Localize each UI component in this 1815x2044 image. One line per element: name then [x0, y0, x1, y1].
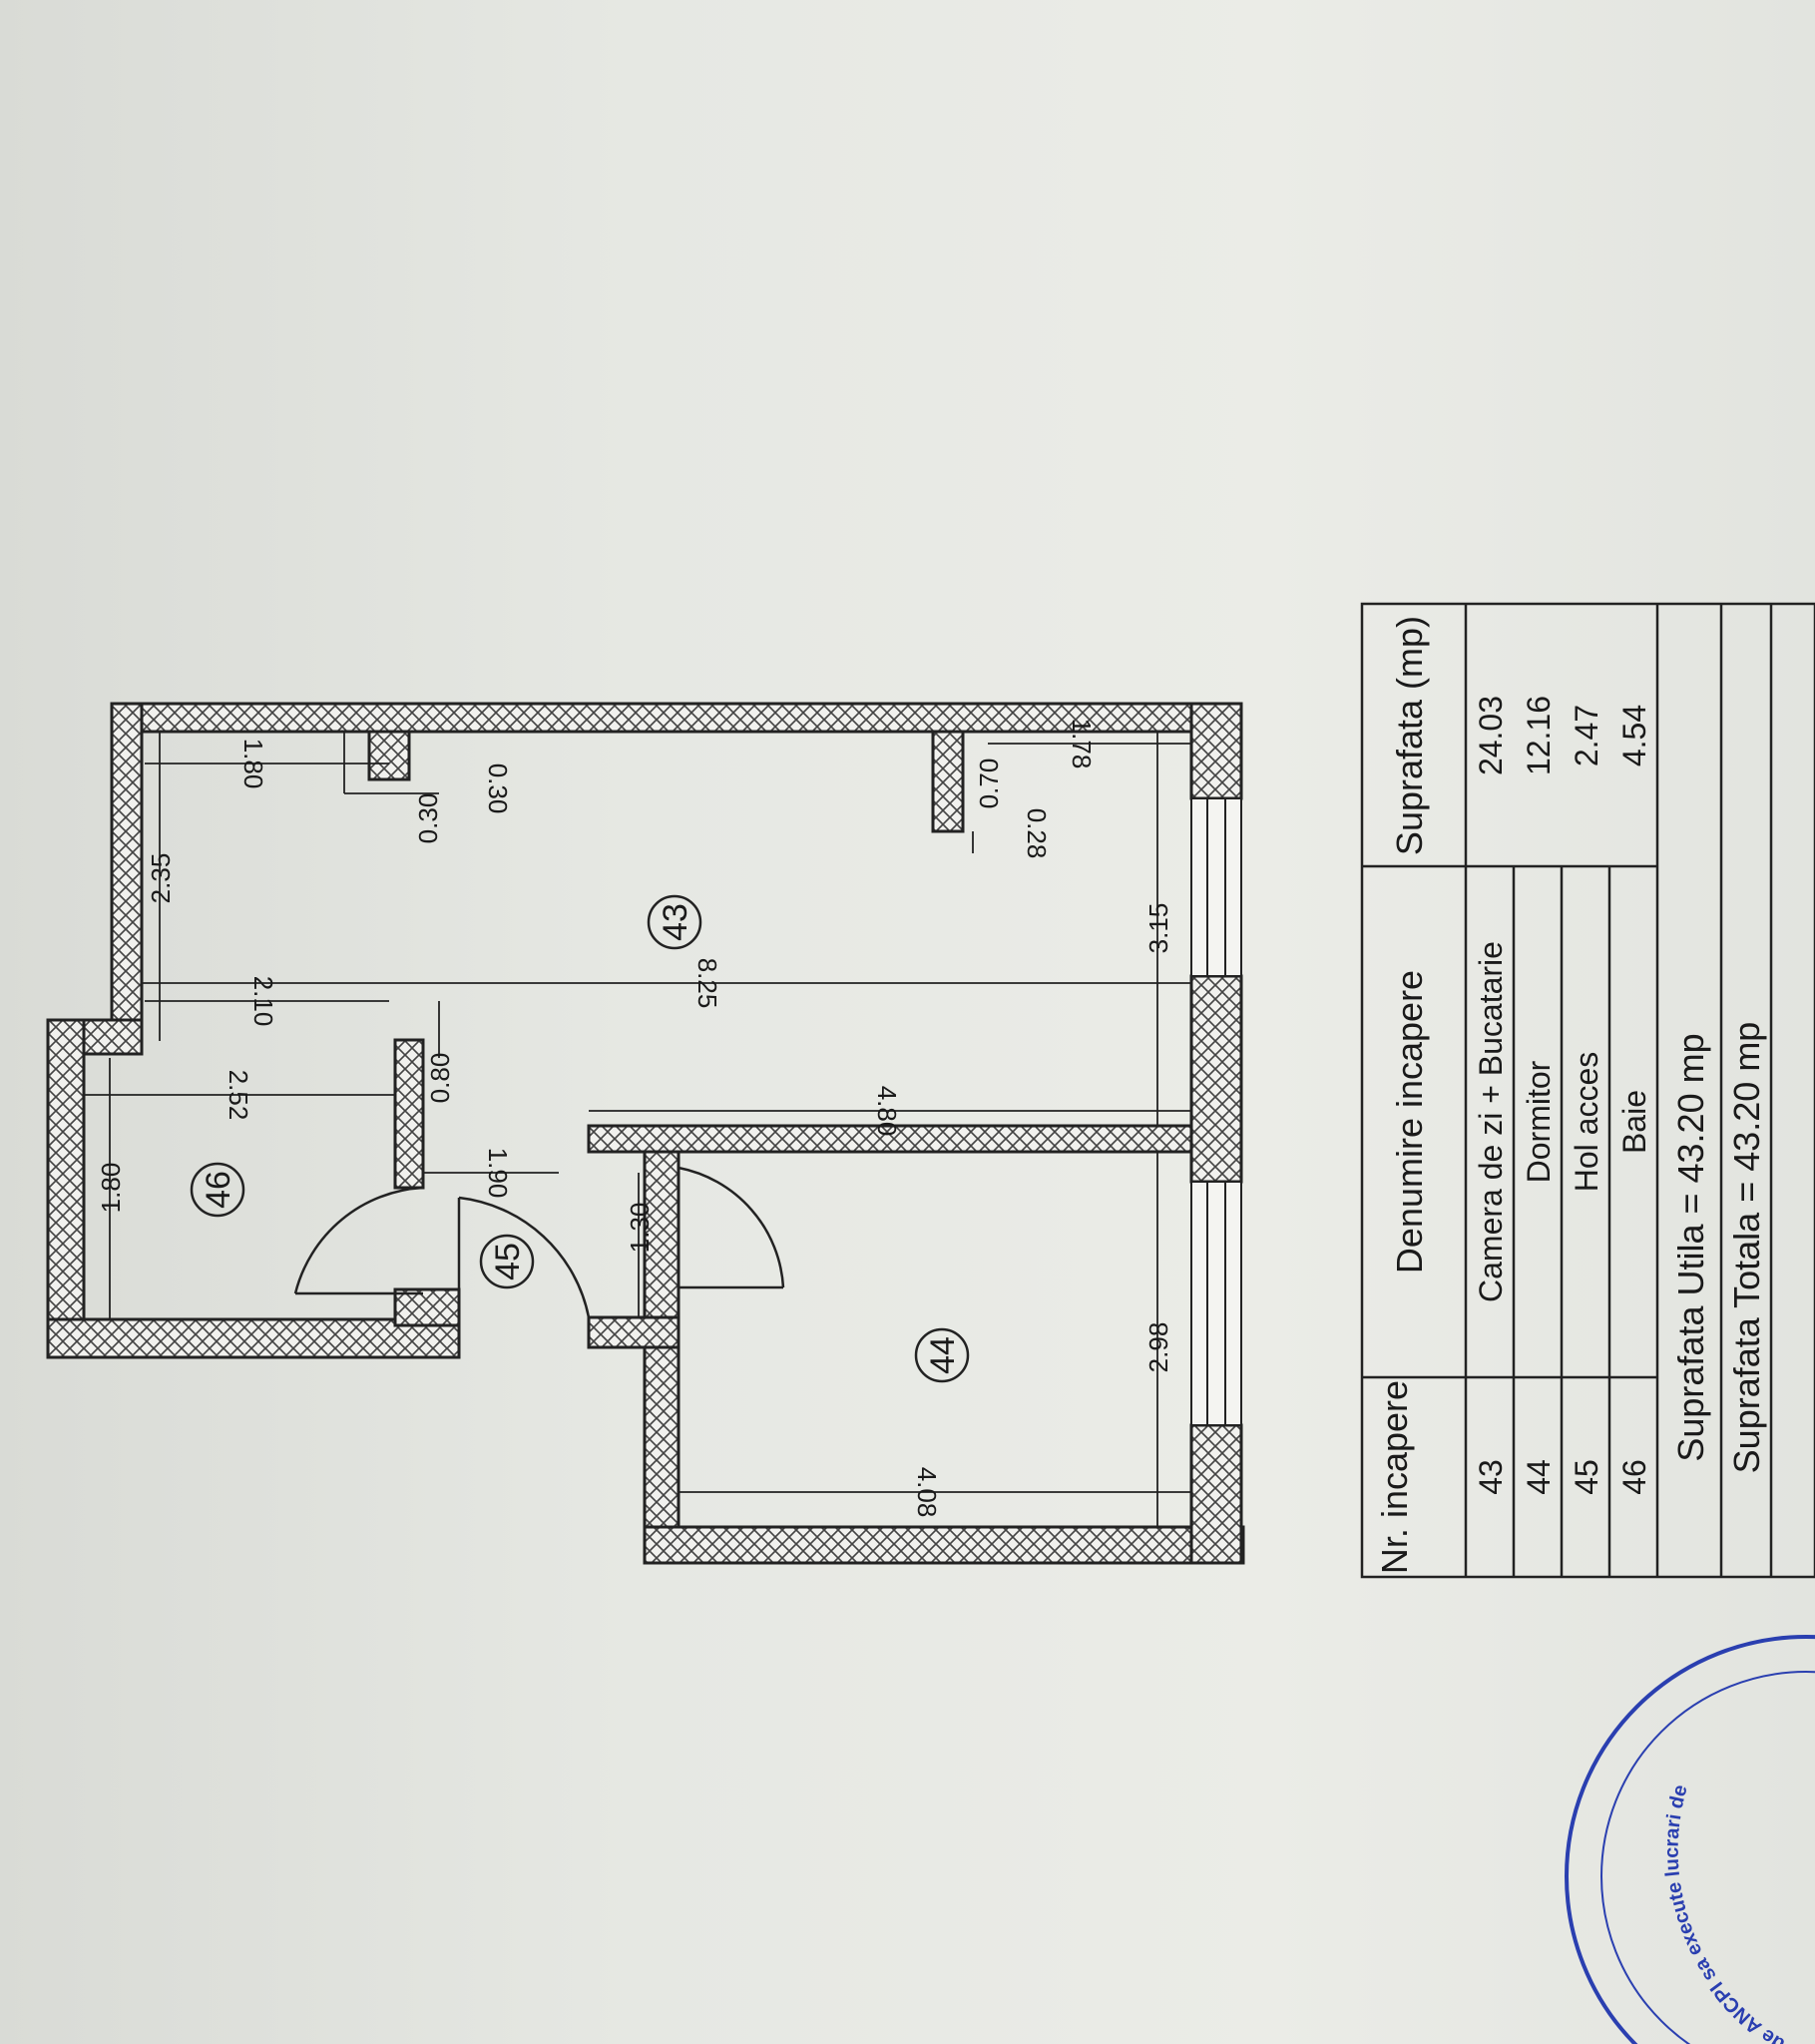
- dim-label: 2.98: [1143, 1322, 1173, 1373]
- room-46-number: 46: [200, 1171, 237, 1209]
- dim-label: 1.30: [625, 1203, 655, 1254]
- walls: [46, 702, 1245, 1565]
- table-row-name: Hol acces: [1569, 1052, 1604, 1193]
- table-row-area: 24.03: [1473, 696, 1509, 775]
- dim-label: 4.80: [872, 1086, 902, 1137]
- table-header-nr: Nr. incapere: [1374, 1380, 1415, 1574]
- table-row-name: Baie: [1616, 1090, 1652, 1154]
- table-row-nr: 45: [1569, 1459, 1604, 1495]
- dim-label: 2.35: [146, 853, 176, 904]
- dim-label: 0.30: [413, 793, 443, 844]
- dimension-texts: 1.80 2.35 0.30 0.30 0.70 0.28 1.78 8.25 …: [96, 719, 1173, 1518]
- dim-label: 8.25: [692, 958, 722, 1009]
- room-46-label: 46: [190, 1162, 245, 1218]
- dim-label: 0.70: [974, 759, 1004, 809]
- room-44-label: 44: [914, 1327, 970, 1383]
- table-row-name: Dormitor: [1521, 1060, 1557, 1183]
- room-labels: 43 44 45 46: [190, 894, 970, 1383]
- dim-label: 1.90: [483, 1148, 513, 1199]
- dim-label: 1.80: [96, 1163, 126, 1214]
- room-45-label: 45: [479, 1234, 535, 1289]
- doors: [293, 1166, 785, 1318]
- dim-label: 0.28: [1022, 808, 1052, 859]
- table-header-area: Suprafata (mp): [1389, 616, 1430, 855]
- dim-label: 1.80: [238, 739, 268, 789]
- table-row-nr: 44: [1521, 1459, 1557, 1495]
- room-43-label: 43: [647, 894, 702, 950]
- dim-label: 1.78: [1067, 719, 1097, 769]
- total-total: Suprafata Totala = 43.20 mp: [1726, 1022, 1767, 1474]
- table-row-name: Camera de zi + Bucatarie: [1473, 941, 1509, 1302]
- dim-label: 2.10: [248, 976, 278, 1027]
- dim-label: 0.30: [483, 764, 513, 814]
- table-row-area: 2.47: [1569, 705, 1604, 766]
- dim-label: 2.52: [224, 1070, 253, 1121]
- area-table: Nr. incapere Denumire incapere Suprafata…: [1360, 602, 1815, 1579]
- dimension-lines: [85, 732, 1191, 1527]
- stamp-text: de ANCPI sa execute lucrari de: [1661, 1783, 1789, 2044]
- table-row-area: 12.16: [1521, 696, 1557, 775]
- dim-label: 0.80: [425, 1053, 455, 1104]
- room-43-number: 43: [657, 903, 694, 941]
- table-row-area: 4.54: [1616, 705, 1652, 766]
- total-util: Suprafata Utila = 43.20 mp: [1670, 1033, 1711, 1461]
- table-row-nr: 46: [1616, 1459, 1652, 1495]
- table-header-name: Denumire incapere: [1389, 970, 1430, 1274]
- room-45-number: 45: [489, 1243, 527, 1280]
- table-row-nr: 43: [1473, 1459, 1509, 1495]
- dim-label: 3.15: [1143, 903, 1173, 954]
- ancpi-stamp: de ANCPI sa execute lucrari de: [1565, 1635, 1815, 2044]
- dim-label: 4.08: [912, 1467, 942, 1518]
- room-44-number: 44: [924, 1336, 962, 1374]
- windows: [1190, 797, 1242, 1426]
